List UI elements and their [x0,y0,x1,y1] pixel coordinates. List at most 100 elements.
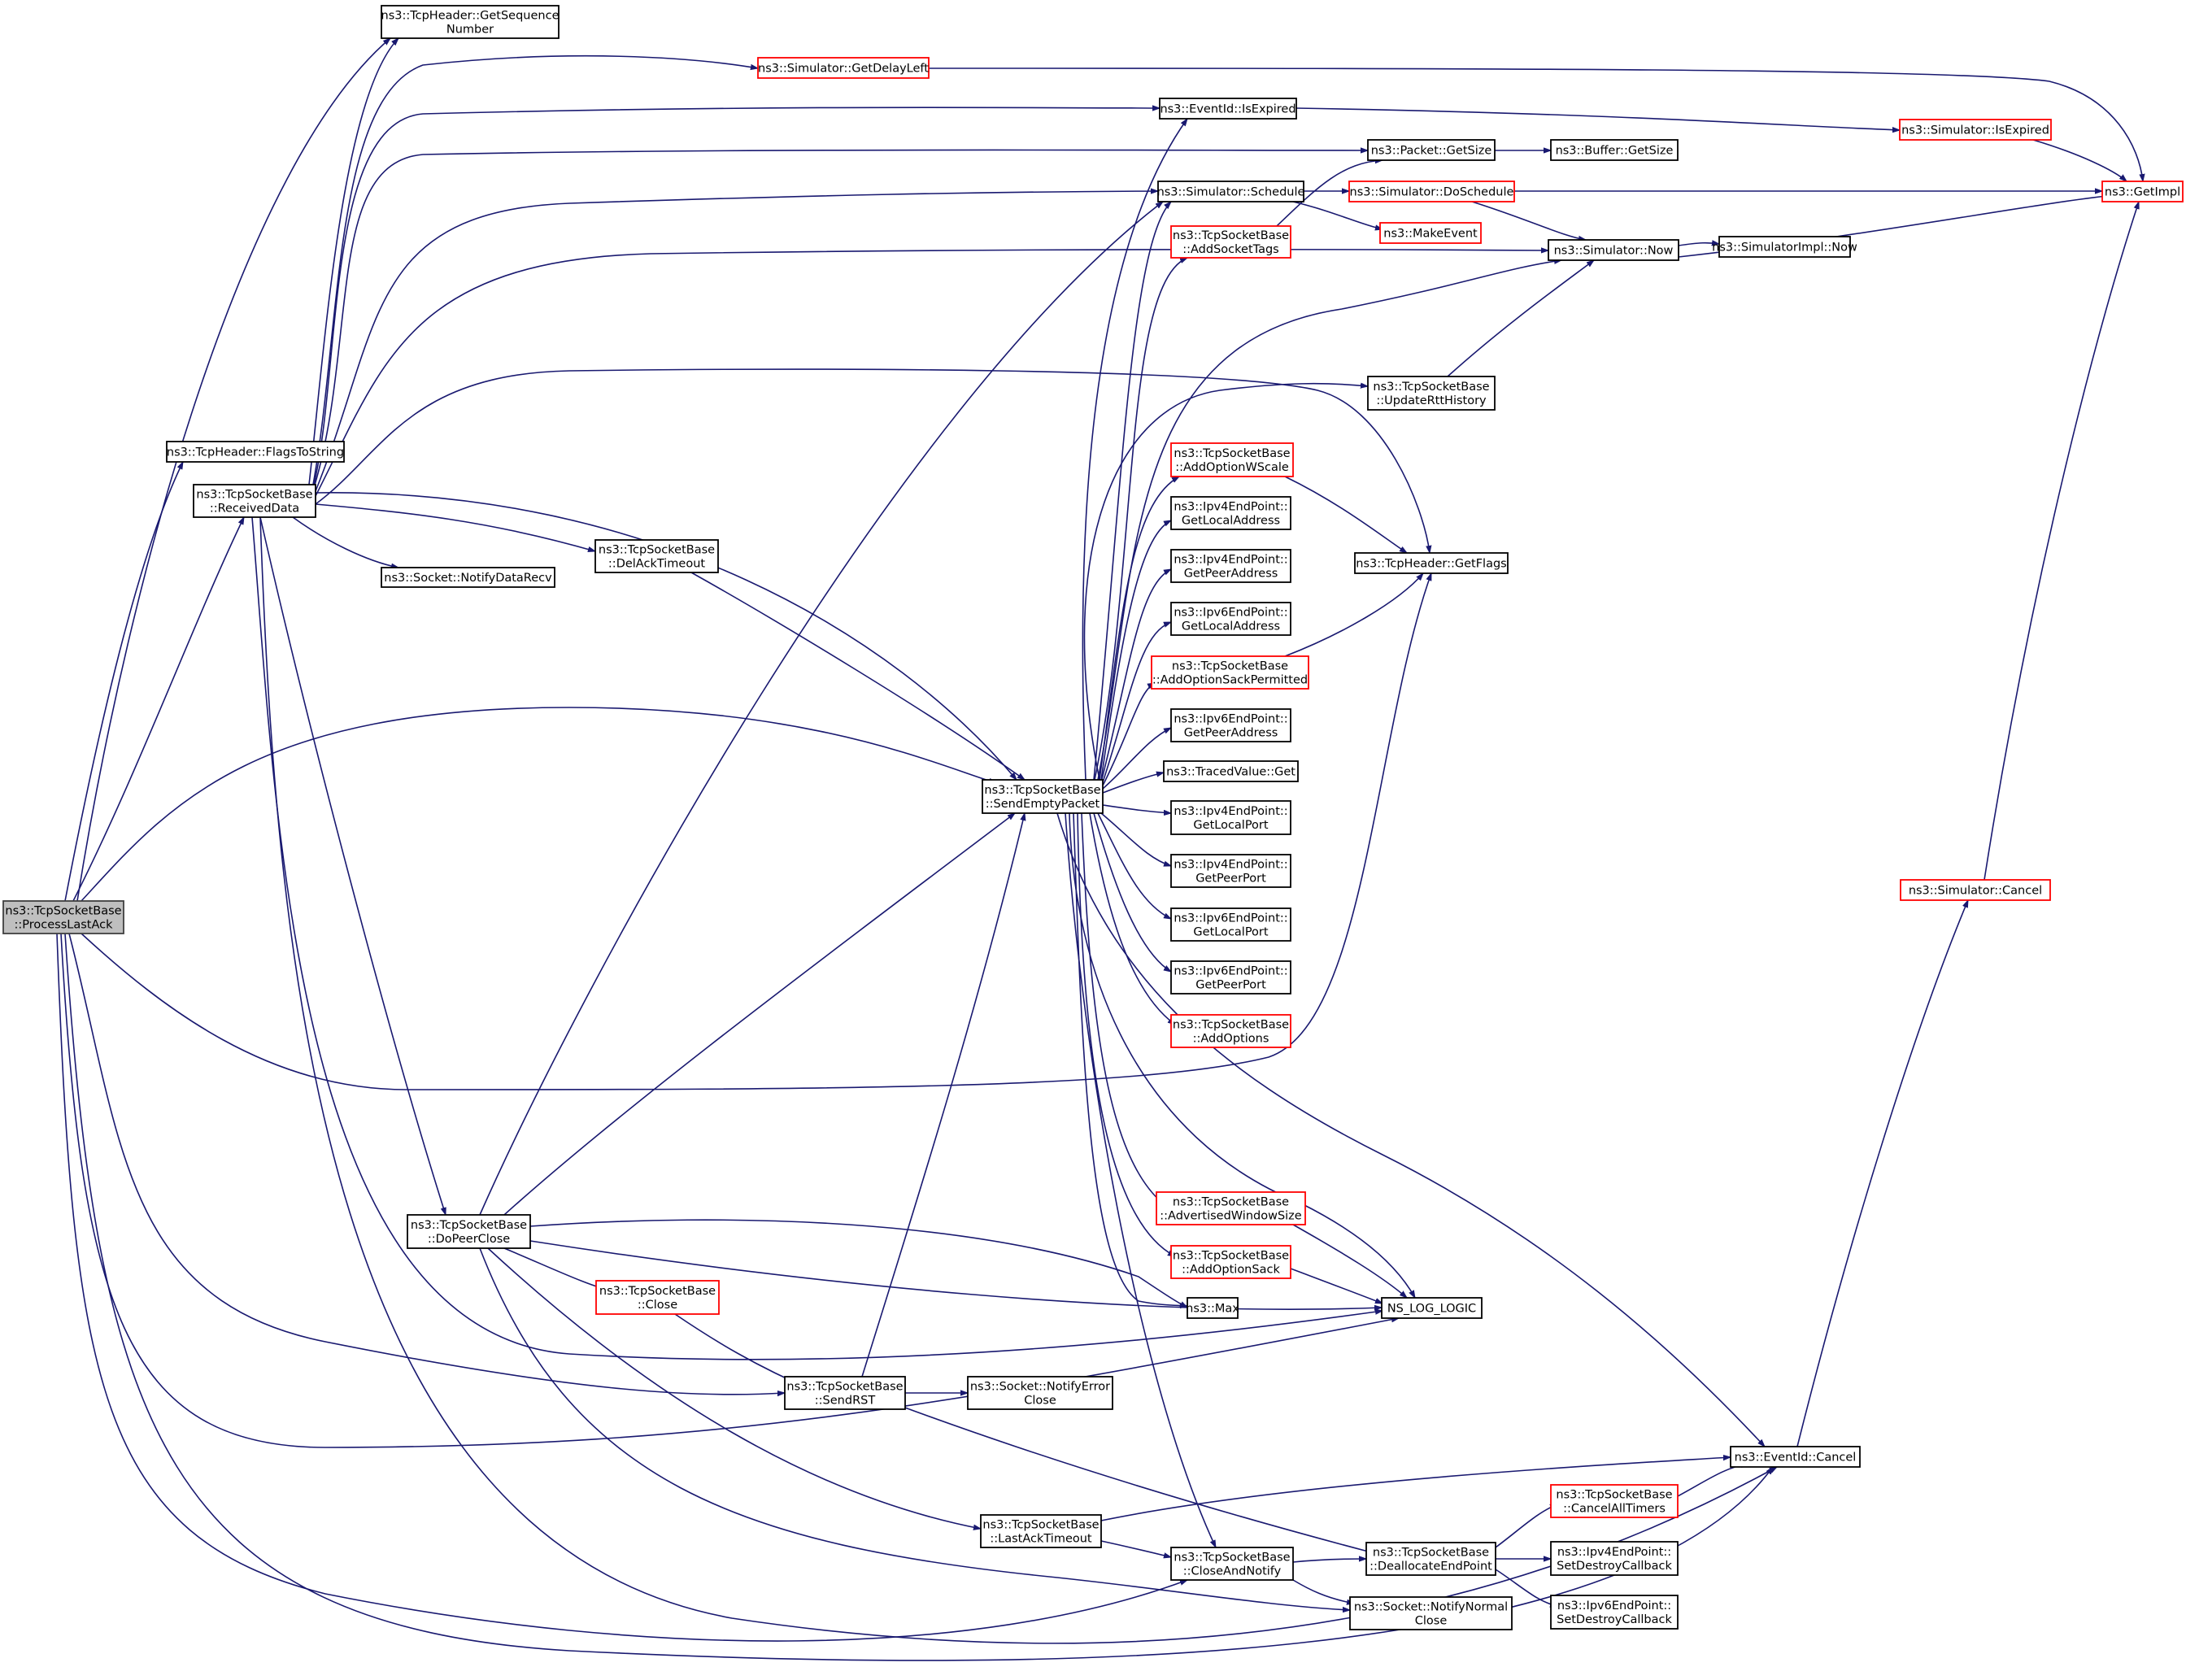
node-addoptions-box[interactable] [1170,1014,1291,1048]
node-getseq-box[interactable] [381,5,560,39]
node-ipv4getlocalport-box[interactable] [1170,800,1291,835]
node-advwin-box[interactable] [1156,1191,1306,1225]
node-tracedget-box[interactable] [1163,760,1299,782]
node-ipv4setdestroy[interactable]: ns3::Ipv4EndPoint::SetDestroyCallback [1550,1541,1679,1576]
node-ipv4getpeerport[interactable]: ns3::Ipv4EndPoint::GetPeerPort [1170,854,1291,888]
node-sendempty[interactable]: ns3::TcpSocketBase::SendEmptyPacket [982,779,1104,814]
node-flags2str-box[interactable] [166,441,345,463]
node-doschedule[interactable]: ns3::Simulator::DoSchedule [1348,181,1515,202]
node-doPeerClose[interactable]: ns3::TcpSocketBase::DoPeerClose [407,1214,531,1249]
node-ipv6setdestroy[interactable]: ns3::Ipv6EndPoint::SetDestroyCallback [1550,1595,1679,1630]
node-notifydatarecv-box[interactable] [381,567,555,588]
node-tracedget[interactable]: ns3::TracedValue::Get [1163,760,1299,782]
node-simisexpired-box[interactable] [1899,119,2052,141]
node-ipv6getpeeraddr-box[interactable] [1170,708,1291,742]
node-close-box[interactable] [595,1280,720,1315]
node-ipv4getpeeraddr-box[interactable] [1170,549,1291,583]
node-doschedule-box[interactable] [1348,181,1515,202]
node-addsack-box[interactable] [1170,1245,1291,1279]
node-ipv6getpeeraddr[interactable]: ns3::Ipv6EndPoint::GetPeerAddress [1170,708,1291,742]
node-close[interactable]: ns3::TcpSocketBase::Close [595,1280,720,1315]
node-root-box[interactable] [2,900,124,934]
node-nslog-box[interactable] [1381,1297,1483,1319]
node-makeevent[interactable]: ns3::MakeEvent [1379,222,1482,244]
node-makeevent-box[interactable] [1379,222,1482,244]
node-ipv6setdestroy-box[interactable] [1550,1595,1679,1630]
node-closeandnotify-box[interactable] [1170,1547,1294,1581]
node-ipv6getlocalport[interactable]: ns3::Ipv6EndPoint::GetLocalPort [1170,907,1291,942]
node-addwscale[interactable]: ns3::TcpSocketBase::AddOptionWScale [1170,442,1294,477]
node-advwin[interactable]: ns3::TcpSocketBase::AdvertisedWindowSize [1156,1191,1306,1225]
node-addsockettags-box[interactable] [1170,225,1291,259]
node-isexpired_ev-box[interactable] [1159,98,1297,120]
node-addwscale-box[interactable] [1170,442,1294,477]
node-closeandnotify[interactable]: ns3::TcpSocketBase::CloseAndNotify [1170,1547,1294,1581]
node-max[interactable]: ns3::Max [1186,1297,1239,1319]
node-ipv6getlocalport-box[interactable] [1170,907,1291,942]
node-schedule-box[interactable] [1157,181,1304,202]
node-simimplnow-box[interactable] [1718,236,1851,258]
node-simcancel-box[interactable] [1900,879,2051,901]
node-updatertt[interactable]: ns3::TcpSocketBase::UpdateRttHistory [1367,376,1496,411]
node-addsackperm[interactable]: ns3::TcpSocketBase::AddOptionSackPermitt… [1151,655,1309,690]
node-schedule[interactable]: ns3::Simulator::Schedule [1157,181,1305,202]
node-doPeerClose-box[interactable] [407,1214,531,1249]
node-sendrst-box[interactable] [784,1376,906,1410]
node-isexpired_ev[interactable]: ns3::EventId::IsExpired [1159,98,1297,120]
node-ipv6getpeerport-box[interactable] [1170,960,1291,995]
node-updatertt-box[interactable] [1367,376,1496,411]
node-delack-box[interactable] [594,539,719,573]
node-getimpl[interactable]: ns3::GetImpl [2101,181,2184,202]
node-getflags-box[interactable] [1354,552,1509,574]
node-getdelayleft-box[interactable] [757,57,930,79]
node-notifynormalclose-box[interactable] [1349,1596,1513,1630]
node-recvdata[interactable]: ns3::TcpSocketBase::ReceivedData [193,484,316,518]
node-recvdata-box[interactable] [193,484,316,518]
node-root[interactable]: ns3::TcpSocketBase::ProcessLastAck [2,900,124,934]
node-sendrst[interactable]: ns3::TcpSocketBase::SendRST [784,1376,906,1410]
node-max-box[interactable] [1187,1297,1239,1319]
node-notifyerrorclose-box[interactable] [967,1376,1113,1410]
node-ipv4getlocaladdr-box[interactable] [1170,496,1291,530]
node-cancelalltimers[interactable]: ns3::TcpSocketBase::CancelAllTimers [1550,1484,1679,1518]
node-eventcancel[interactable]: ns3::EventId::Cancel [1730,1446,1861,1468]
node-ipv4getpeerport-box[interactable] [1170,854,1291,888]
node-ipv4getpeeraddr[interactable]: ns3::Ipv4EndPoint::GetPeerAddress [1170,549,1291,583]
node-notifydatarecv[interactable]: ns3::Socket::NotifyDataRecv [381,567,555,588]
node-delack[interactable]: ns3::TcpSocketBase::DelAckTimeout [594,539,719,573]
node-ipv6getlocaladdr-box[interactable] [1170,602,1291,636]
node-simcancel[interactable]: ns3::Simulator::Cancel [1900,879,2051,901]
node-addsockettags[interactable]: ns3::TcpSocketBase::AddSocketTags [1170,225,1291,259]
node-eventcancel-box[interactable] [1730,1446,1861,1468]
node-nslog[interactable]: NS_LOG_LOGIC [1381,1297,1483,1319]
node-ipv4setdestroy-box[interactable] [1550,1541,1679,1576]
node-simisexpired[interactable]: ns3::Simulator::IsExpired [1899,119,2052,141]
node-simnow-box[interactable] [1548,239,1679,261]
node-addsackperm-box[interactable] [1151,655,1309,690]
node-ipv6getpeerport[interactable]: ns3::Ipv6EndPoint::GetPeerPort [1170,960,1291,995]
node-simnow[interactable]: ns3::Simulator::Now [1548,239,1679,261]
node-simimplnow[interactable]: ns3::SimulatorImpl::Now [1712,236,1857,258]
node-packetgetsize-box[interactable] [1367,139,1496,161]
node-ipv4getlocaladdr[interactable]: ns3::Ipv4EndPoint::GetLocalAddress [1170,496,1291,530]
node-ipv4getlocalport[interactable]: ns3::Ipv4EndPoint::GetLocalPort [1170,800,1291,835]
node-getdelayleft[interactable]: ns3::Simulator::GetDelayLeft [757,57,930,79]
node-ipv6getlocaladdr[interactable]: ns3::Ipv6EndPoint::GetLocalAddress [1170,602,1291,636]
node-deallocate[interactable]: ns3::TcpSocketBase::DeallocateEndPoint [1365,1542,1496,1576]
node-lastacktimeout-box[interactable] [980,1514,1102,1548]
node-buffergetsize[interactable]: ns3::Buffer::GetSize [1550,139,1679,161]
node-getflags[interactable]: ns3::TcpHeader::GetFlags [1354,552,1509,574]
node-addoptions[interactable]: ns3::TcpSocketBase::AddOptions [1170,1014,1291,1048]
node-deallocate-box[interactable] [1365,1542,1496,1576]
node-cancelalltimers-box[interactable] [1550,1484,1679,1518]
node-sendempty-box[interactable] [982,779,1104,814]
node-buffergetsize-box[interactable] [1550,139,1679,161]
node-getimpl-box[interactable] [2101,181,2184,202]
node-packetgetsize[interactable]: ns3::Packet::GetSize [1367,139,1496,161]
node-lastacktimeout[interactable]: ns3::TcpSocketBase::LastAckTimeout [980,1514,1102,1548]
node-flags2str[interactable]: ns3::TcpHeader::FlagsToString [166,441,345,463]
node-addsack[interactable]: ns3::TcpSocketBase::AddOptionSack [1170,1245,1291,1279]
